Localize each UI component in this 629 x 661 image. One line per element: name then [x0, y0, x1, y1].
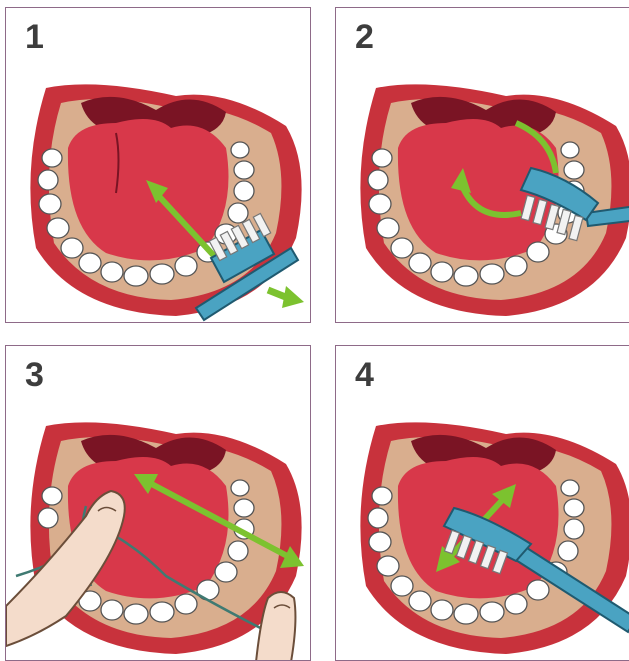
mouth-illustration: [336, 346, 629, 661]
step-panel-4: 4: [335, 345, 629, 661]
step-panel-1: 1: [5, 7, 311, 323]
tongue: [68, 119, 229, 260]
step-panel-3: 3: [5, 345, 311, 661]
mouth-illustration: [336, 8, 629, 323]
step-panel-2: 2: [335, 7, 629, 323]
mouth-illustration: [6, 8, 311, 323]
mouth-illustration: [6, 346, 311, 661]
